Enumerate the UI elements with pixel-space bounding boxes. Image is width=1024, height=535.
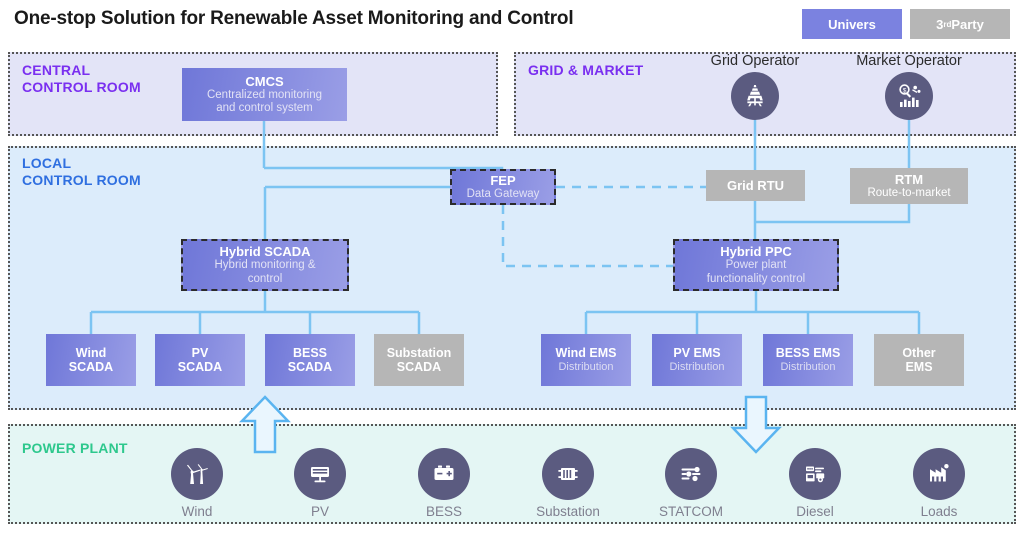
leaf-bess-scada-line2: SCADA (287, 360, 333, 374)
section-label-local: LOCAL CONTROL ROOM (22, 155, 141, 189)
leaf-wind-ems-title: Wind EMS (555, 346, 617, 361)
section-label-local-line2: CONTROL ROOM (22, 172, 141, 188)
sliders-icon (665, 448, 717, 500)
leaf-bess-ems-title: BESS EMS (775, 346, 841, 361)
asset-diesel[interactable]: Diesel (767, 448, 863, 519)
leaf-substation-scada[interactable]: Substation SCADA (374, 334, 464, 386)
leaf-pv-ems-sub: Distribution (669, 360, 725, 373)
node-hybrid-scada-title: Hybrid SCADA (219, 244, 311, 259)
wind-turbine-icon (171, 448, 223, 500)
leaf-pv-scada[interactable]: PV SCADA (155, 334, 245, 386)
market-operator-label: Market Operator (856, 53, 962, 69)
node-hybrid-ppc-title: Hybrid PPC (720, 244, 792, 259)
leaf-other-ems-line2: EMS (905, 360, 933, 374)
leaf-other-ems[interactable]: Other EMS (874, 334, 964, 386)
page-title: One-stop Solution for Renewable Asset Mo… (14, 8, 574, 29)
asset-wind-label: Wind (181, 504, 213, 519)
node-fep[interactable]: FEP Data Gateway (450, 169, 556, 205)
legend-label-third-party-suffix: Party (951, 16, 984, 32)
node-hybrid-scada[interactable]: Hybrid SCADA Hybrid monitoring & control (181, 239, 349, 291)
node-hybrid-ppc-sub-line2: functionality control (706, 272, 806, 285)
node-cmcs-sub-line1: Centralized monitoring (206, 88, 323, 101)
node-fep-sub: Data Gateway (466, 187, 540, 200)
leaf-pv-scada-line2: SCADA (177, 360, 223, 374)
leaf-bess-ems-sub: Distribution (780, 360, 836, 373)
asset-loads[interactable]: Loads (891, 448, 987, 519)
battery-icon (418, 448, 470, 500)
node-cmcs-title: CMCS (245, 73, 284, 89)
leaf-wind-scada-line1: Wind (75, 345, 107, 360)
asset-bess[interactable]: BESS (396, 448, 492, 519)
section-label-central: CENTRAL CONTROL ROOM (22, 62, 141, 96)
grid-operator[interactable]: Grid Operator (680, 53, 830, 120)
node-rtm-title: RTM (894, 171, 924, 187)
leaf-substation-scada-line2: SCADA (396, 360, 442, 374)
node-cmcs[interactable]: CMCS Centralized monitoring and control … (182, 68, 347, 121)
legend-label-third-party-prefix: 3 (936, 16, 944, 32)
asset-diesel-label: Diesel (796, 504, 834, 519)
leaf-pv-scada-line1: PV (191, 345, 209, 360)
node-grid-rtu-title: Grid RTU (726, 178, 785, 193)
node-rtm[interactable]: RTM Route-to-market (850, 168, 968, 204)
legend-label-univers: Univers (828, 16, 876, 32)
asset-bess-label: BESS (425, 504, 463, 519)
node-fep-title: FEP (490, 172, 516, 188)
leaf-other-ems-line1: Other (902, 345, 936, 360)
node-rtm-sub: Route-to-market (867, 186, 951, 199)
legend-label-third-party-sup: rd (943, 19, 952, 29)
asset-wind[interactable]: Wind (149, 448, 245, 519)
transformer-icon (542, 448, 594, 500)
data-up-arrow-shape (239, 395, 291, 454)
transmission-tower-icon (731, 72, 779, 120)
leaf-bess-ems[interactable]: BESS EMS Distribution (763, 334, 853, 386)
asset-substation[interactable]: Substation (520, 448, 616, 519)
section-label-grid: GRID & MARKET (528, 62, 644, 78)
section-label-central-line2: CONTROL ROOM (22, 79, 141, 95)
node-hybrid-scada-sub-line2: control (247, 272, 283, 285)
section-label-central-line1: CENTRAL (22, 62, 91, 78)
leaf-wind-scada[interactable]: Wind SCADA (46, 334, 136, 386)
control-down-arrow-shape (730, 395, 782, 454)
generator-truck-icon (789, 448, 841, 500)
svg-text:$: $ (903, 87, 907, 94)
market-operator[interactable]: Market Operator $ (834, 53, 984, 120)
asset-substation-label: Substation (536, 504, 600, 519)
market-analytics-icon: $ (885, 72, 933, 120)
leaf-bess-scada-line1: BESS (292, 345, 328, 360)
node-cmcs-sub-line2: and control system (216, 102, 313, 114)
section-label-local-line1: LOCAL (22, 155, 72, 171)
asset-pv[interactable]: PV (272, 448, 368, 519)
leaf-wind-ems-sub: Distribution (558, 360, 614, 373)
legend-item-univers: Univers (802, 9, 902, 39)
node-hybrid-ppc[interactable]: Hybrid PPC Power plant functionality con… (673, 239, 839, 291)
node-hybrid-ppc-sub-line1: Power plant (725, 259, 787, 271)
section-label-power-plant: POWER PLANT (22, 440, 128, 456)
leaf-bess-scada[interactable]: BESS SCADA (265, 334, 355, 386)
factory-icon (913, 448, 965, 500)
asset-pv-label: PV (310, 504, 329, 519)
leaf-wind-ems[interactable]: Wind EMS Distribution (541, 334, 631, 386)
node-hybrid-scada-sub-line1: Hybrid monitoring & (214, 259, 316, 271)
leaf-pv-ems[interactable]: PV EMS Distribution (652, 334, 742, 386)
leaf-substation-scada-line1: Substation (386, 345, 452, 360)
leaf-pv-ems-title: PV EMS (673, 346, 721, 361)
asset-statcom-label: STATCOM (659, 504, 723, 519)
asset-loads-label: Loads (920, 504, 958, 519)
solar-panel-icon (294, 448, 346, 500)
asset-statcom[interactable]: STATCOM (643, 448, 739, 519)
leaf-wind-scada-line2: SCADA (68, 360, 114, 374)
node-grid-rtu[interactable]: Grid RTU (706, 170, 805, 201)
grid-operator-label: Grid Operator (710, 53, 800, 69)
